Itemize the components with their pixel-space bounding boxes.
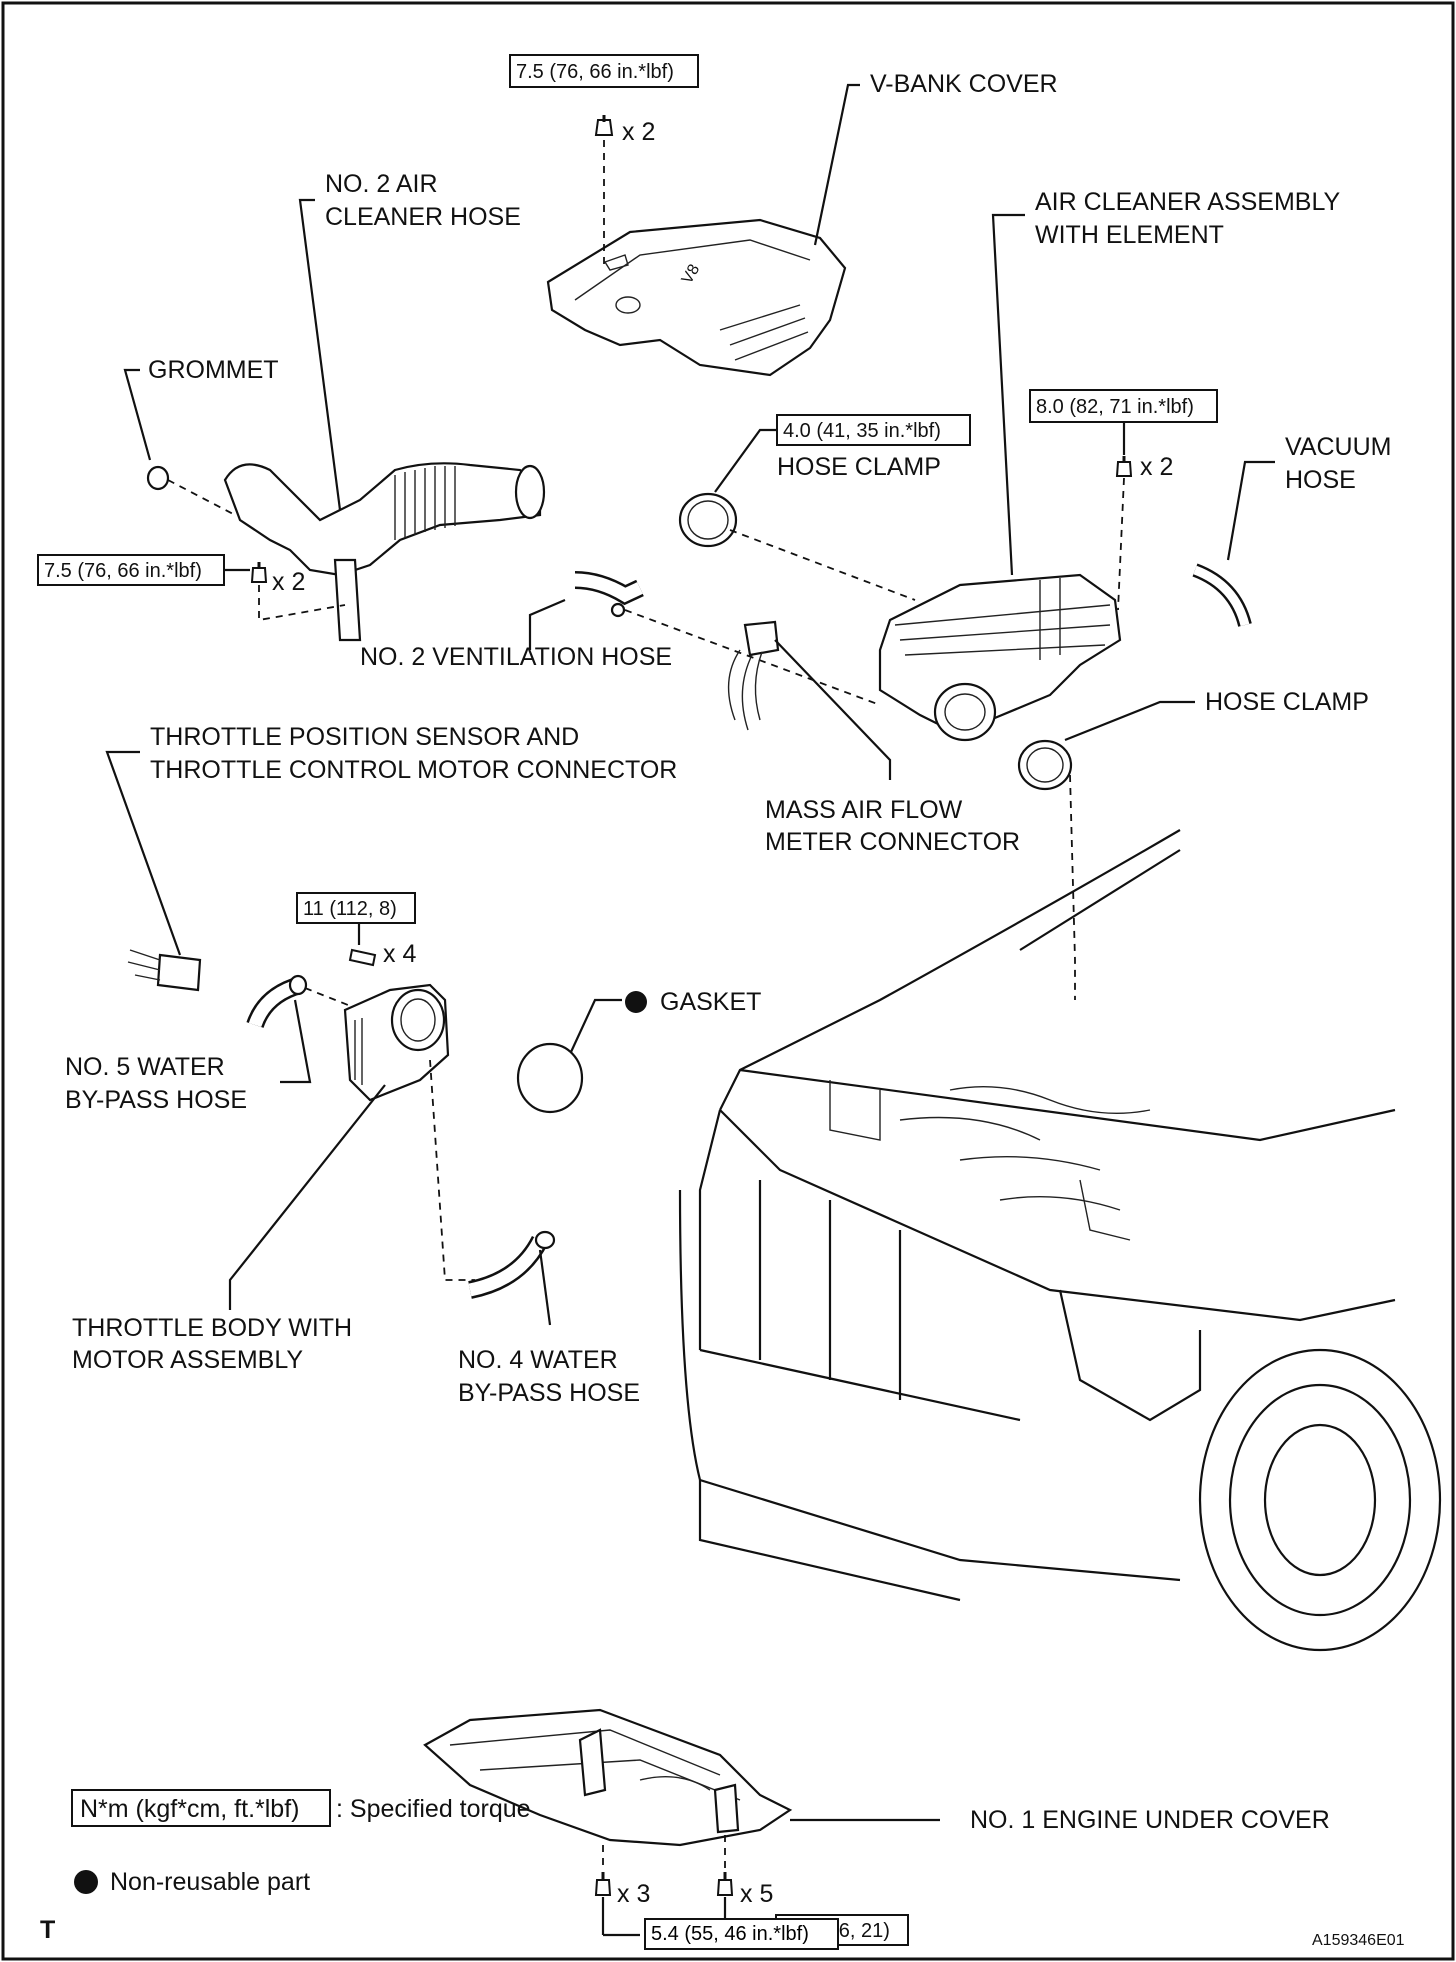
label-no2-ventilation-hose: NO. 2 VENTILATION HOSE [360,643,672,671]
throttle-body-part [343,983,450,1102]
label-no4-water-1: NO. 4 WATER [458,1346,618,1374]
label-vacuum-hose-1: VACUUM [1285,433,1391,461]
bolt-icon [1115,456,1133,477]
torque-box-v-bank [509,54,699,88]
label-throttle-body-2: MOTOR ASSEMBLY [72,1346,303,1374]
label-air-cleaner-1: AIR CLEANER ASSEMBLY [1035,188,1341,216]
legend-torque-desc: : Specified torque [336,1795,531,1823]
label-engine-under-cover: NO. 1 ENGINE UNDER COVER [970,1806,1330,1834]
label-no2-air-cleaner-hose-2: CLEANER HOSE [325,203,521,231]
bolt-icon [594,1872,612,1896]
label-throttle-sensor-2: THROTTLE CONTROL MOTOR CONNECTOR [150,756,677,784]
label-no4-water-2: BY-PASS HOSE [458,1379,640,1407]
label-hose-clamp-lower: HOSE CLAMP [1205,688,1369,716]
gasket-part [516,1042,584,1114]
label-no5-water-2: BY-PASS HOSE [65,1086,247,1114]
torque-box-air-cleaner-hose [37,554,225,586]
torque-throttle-body: 11 (112, 8) [303,898,397,920]
label-maf-connector-2: METER CONNECTOR [765,828,1020,856]
bolt-icon [594,115,614,136]
torque-v-bank: 7.5 (76, 66 in.*lbf) [516,61,674,83]
torque-air-cleaner: 8.0 (82, 71 in.*lbf) [1036,396,1194,418]
vehicle-front-illustration [678,829,1442,1652]
torque-box-hose-clamp [776,414,971,446]
no2-air-cleaner-hose [223,462,546,642]
label-v-bank-cover: V-BANK COVER [870,70,1058,98]
legend-torque-unit: N*m (kgf*cm, ft.*lbf) [80,1795,299,1823]
torque-air-cleaner-hose: 7.5 (76, 66 in.*lbf) [44,560,202,582]
label-gasket: GASKET [660,988,761,1016]
filled-circle-icon [74,1870,98,1894]
label-no5-water-1: NO. 5 WATER [65,1053,225,1081]
bolt-icon [716,1872,734,1896]
throttle-sensor-connector [127,949,202,992]
air-cleaner-assembly [878,573,1122,742]
no2-ventilation-hose [574,571,644,618]
label-maf-connector-1: MASS AIR FLOW [765,796,963,824]
torque-box-throttle-body [296,892,416,924]
qty-air-cleaner-hose: x 2 [272,568,305,596]
legend-non-reusable: Non-reusable part [110,1868,310,1896]
label-throttle-sensor-1: THROTTLE POSITION SENSOR AND [150,723,579,751]
label-grommet: GROMMET [148,356,279,384]
label-throttle-body-1: THROTTLE BODY WITH [72,1314,352,1342]
filled-circle-icon [625,991,647,1013]
label-vacuum-hose-2: HOSE [1285,466,1356,494]
label-no2-air-cleaner-hose-1: NO. 2 AIR [325,170,438,198]
corner-figure-id: A159346E01 [1312,1932,1405,1949]
torque-hose-clamp: 4.0 (41, 35 in.*lbf) [783,420,941,442]
qty-v-bank: x 2 [622,118,655,146]
maf-connector [727,620,780,731]
bolt-icon [250,562,268,583]
grommet-part [146,465,170,491]
qty-throttle-body: x 4 [383,940,416,968]
qty-under-cover-b: x 3 [617,1880,650,1908]
torque-box-air-cleaner [1029,389,1218,423]
torque-under-cover-b: 5.4 (55, 46 in.*lbf) [651,1923,809,1945]
bolt-icon [348,948,377,967]
torque-box-under-cover-b: 5.4 (55, 46 in.*lbf) [644,1918,839,1950]
legend-torque-box [71,1789,331,1827]
qty-under-cover-a: x 5 [740,1880,773,1908]
v-bank-cover: V8 [546,218,847,377]
label-air-cleaner-2: WITH ELEMENT [1035,221,1224,249]
engine-under-cover [423,1708,793,1847]
label-hose-clamp-upper: HOSE CLAMP [777,453,941,481]
corner-left-mark: T [40,1916,55,1944]
qty-air-cleaner: x 2 [1140,453,1173,481]
